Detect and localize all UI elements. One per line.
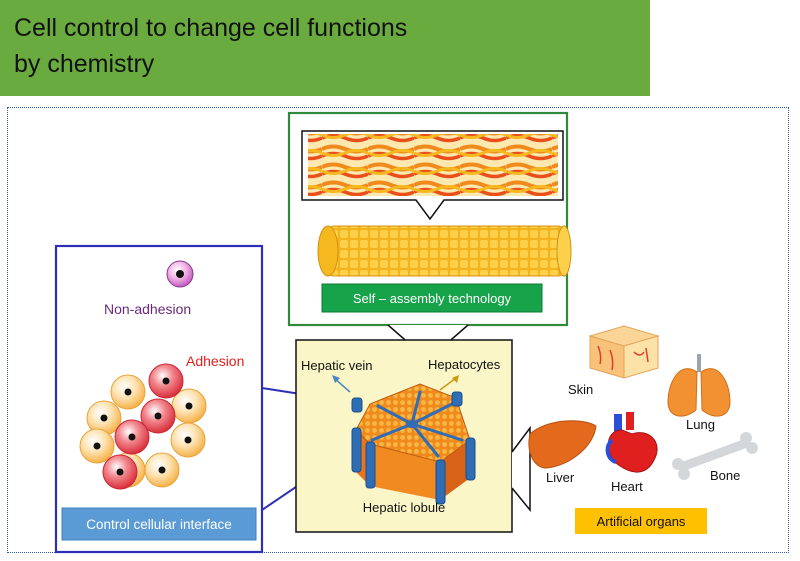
- vein-arrowhead: [332, 375, 340, 383]
- fiber-rod-icon: [317, 225, 572, 277]
- hepatocytes-arrow: [439, 377, 457, 391]
- adhesion-label: Adhesion: [186, 353, 244, 369]
- self-assembly-label: Self – assembly technology: [353, 291, 512, 306]
- heart-label: Heart: [611, 479, 643, 494]
- skin-icon: [588, 325, 660, 379]
- non-adhesion-label: Non-adhesion: [104, 301, 191, 317]
- bone-icon: [672, 432, 758, 480]
- heart-icon: [605, 412, 658, 473]
- hepatic-lobule-label: Hepatic lobule: [363, 500, 445, 515]
- lung-icon: [667, 354, 731, 417]
- title-line-2: by chemistry: [14, 50, 155, 78]
- control-cellular-interface-button[interactable]: [61, 507, 257, 541]
- cell-interface-panel: [54, 244, 264, 554]
- artificial-organs-badge[interactable]: [575, 508, 707, 534]
- non-adhesion-cell-icon: [166, 260, 194, 288]
- liver-icon: [528, 420, 597, 469]
- bone-label: Bone: [710, 468, 740, 483]
- fiber-bundle-icon: [308, 134, 558, 196]
- skin-label: Skin: [568, 382, 593, 397]
- organs-pointer: [511, 425, 531, 513]
- control-cellular-interface-label: Control cellular interface: [86, 517, 232, 532]
- artificial-organs-label: Artificial organs: [597, 514, 686, 529]
- title-line-1: Cell control to change cell functions: [14, 14, 408, 42]
- self-assembly-button[interactable]: [321, 283, 543, 313]
- hepatic-lobule-icon: [351, 383, 476, 505]
- lung-label: Lung: [686, 417, 715, 432]
- liver-label: Liver: [546, 470, 575, 485]
- hepatic-vein-label: Hepatic vein: [301, 358, 373, 373]
- hepatocytes-label: Hepatocytes: [428, 357, 501, 372]
- hepatocytes-arrowhead: [452, 375, 459, 383]
- title-banner: Cell control to change cell functions by…: [0, 0, 650, 96]
- cell-cluster-icon: [79, 363, 207, 490]
- diagram-frame: [7, 107, 789, 553]
